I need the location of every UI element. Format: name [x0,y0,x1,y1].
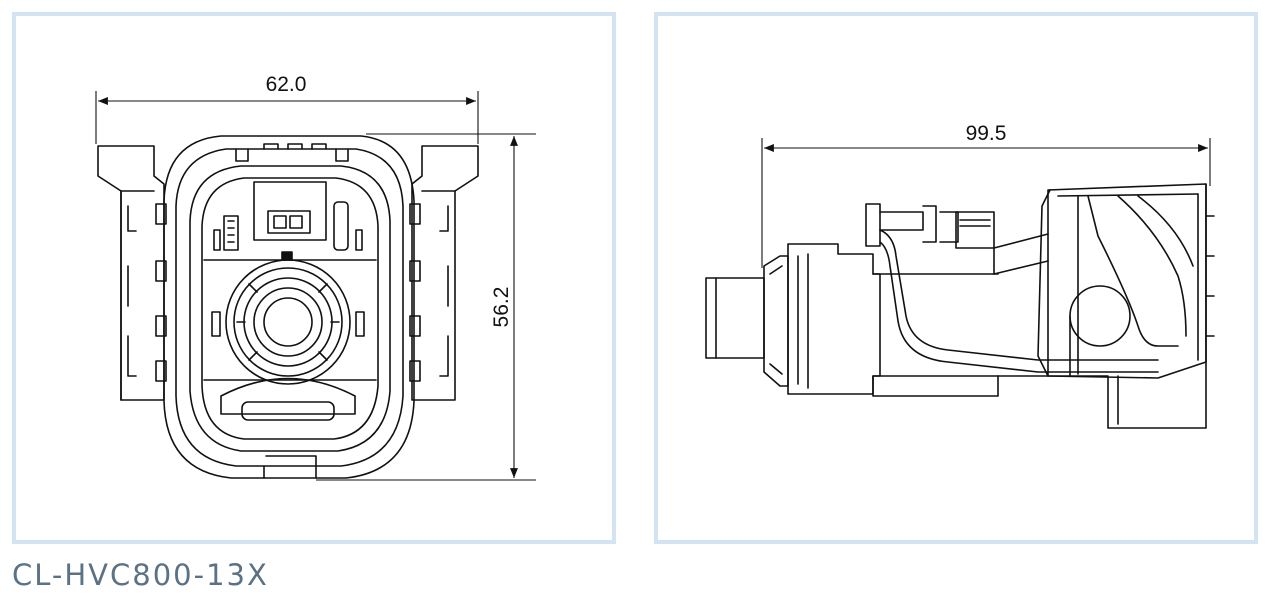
front-view-drawing: 62.0 56.2 [95,73,536,481]
length-dimension: 99.5 [761,122,1211,268]
length-dimension-label: 99.5 [966,122,1007,145]
model-label: CL-HVC800-13X [12,558,269,592]
connector-front-outline [97,135,479,479]
height-dimension-label: 56.2 [490,287,513,328]
front-view-panel: 62.0 56.2 [12,12,616,544]
width-dimension: 62.0 [95,73,479,144]
height-dimension: 56.2 [316,133,536,481]
connector-side-outline [705,183,1215,429]
side-view-drawing: 99.5 [705,122,1215,429]
width-dimension-label: 62.0 [266,73,307,96]
side-view-panel: 99.5 [654,12,1258,544]
